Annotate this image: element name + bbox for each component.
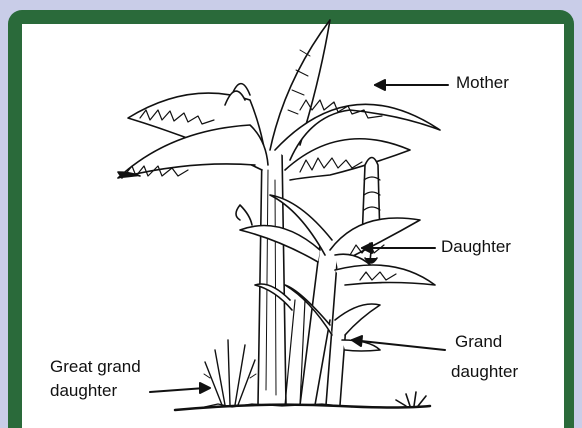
ground <box>175 392 430 410</box>
label-daughter: Daughter <box>441 237 511 257</box>
label-great-grand-daughter-line1: Great grand <box>50 357 141 377</box>
mother-plant <box>118 20 440 405</box>
label-mother: Mother <box>456 73 509 93</box>
great-grand-daughter-arrow <box>150 388 205 392</box>
label-great-grand-daughter-line2: daughter <box>50 381 117 401</box>
label-grand-daughter-line1: Grand <box>455 332 502 352</box>
label-grand-daughter-line2: daughter <box>451 362 518 382</box>
great-grand-daughter-plant <box>204 340 256 405</box>
